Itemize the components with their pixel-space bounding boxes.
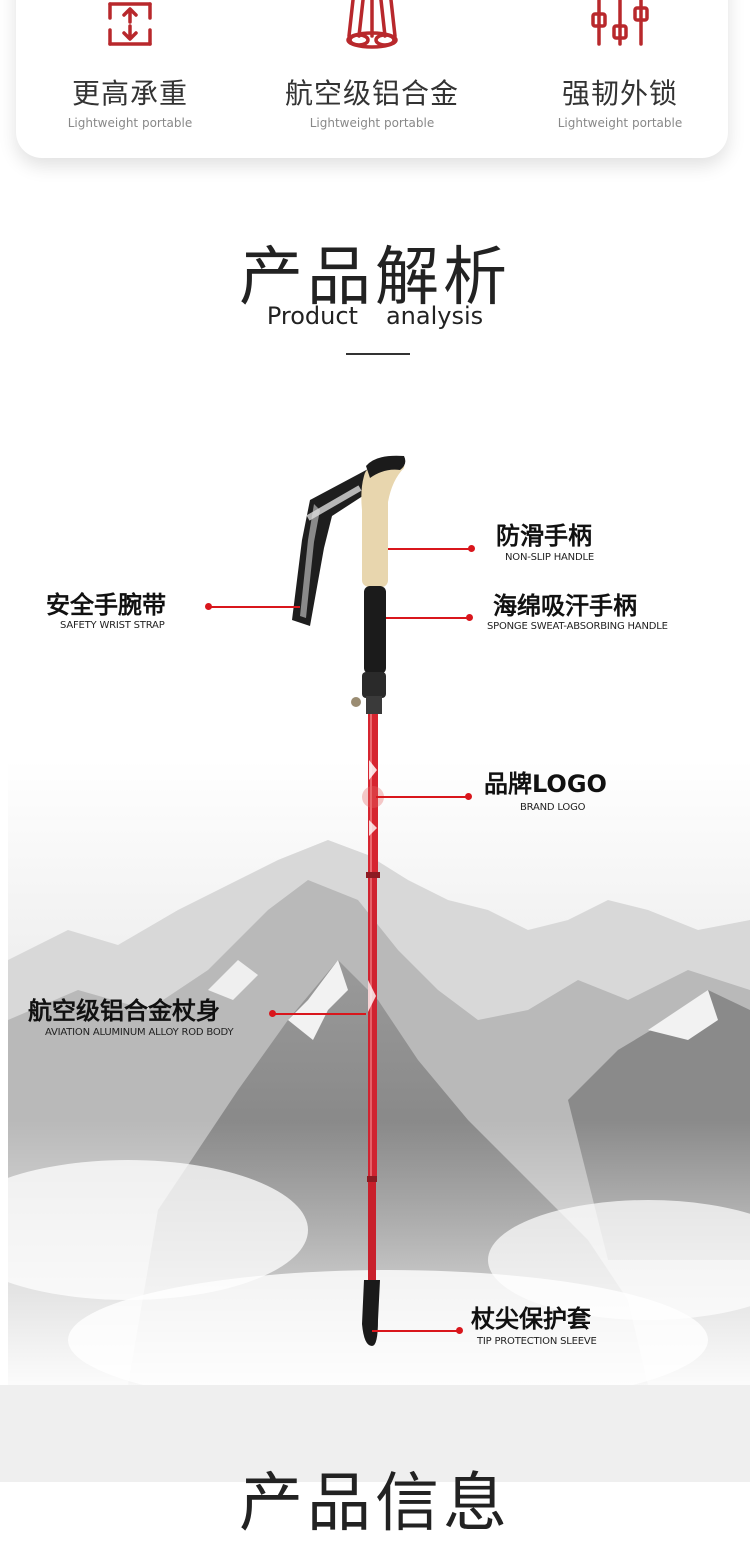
section-divider <box>346 353 410 355</box>
callout-sponge-subtitle: SPONGE SWEAT-ABSORBING HANDLE <box>487 621 668 632</box>
feature-title: 更高承重 <box>71 77 188 110</box>
callout-handle-title: 防滑手柄 <box>496 522 592 550</box>
section-subtitle-right: analysis <box>385 302 484 330</box>
lock-sliders-icon <box>589 0 651 56</box>
callout-strap-subtitle: SAFETY WRIST STRAP <box>60 620 165 631</box>
callout-sponge-title: 海绵吸汗手柄 <box>493 592 637 620</box>
section-subtitle-left: Product <box>266 302 358 330</box>
feature-card: 更高承重 Lightweight portable 航空级铝合金 Lightwe… <box>16 0 728 158</box>
next-section-band <box>0 1385 750 1482</box>
tip-leader-line <box>372 1330 460 1332</box>
callout-strap-title: 安全手腕带 <box>46 591 166 619</box>
callout-logo-subtitle: BRAND LOGO <box>520 802 586 813</box>
sponge-leader-line <box>386 617 470 619</box>
callout-tip-title: 杖尖保护套 <box>471 1305 591 1333</box>
body-leader-line <box>272 1013 366 1015</box>
sponge-leader-dot <box>466 614 473 621</box>
callout-body-subtitle: AVIATION ALUMINUM ALLOY ROD BODY <box>45 1027 234 1038</box>
logo-leader-dot <box>465 793 472 800</box>
feature-subtitle: Lightweight portable <box>557 116 683 130</box>
callout-logo-title: 品牌LOGO <box>484 770 607 798</box>
strap-leader-line <box>208 606 300 608</box>
aluminum-tubes-icon <box>341 0 403 56</box>
next-section-title: 产品信息 <box>239 1467 511 1541</box>
handle-leader-line <box>388 548 472 550</box>
callout-tip-subtitle: TIP PROTECTION SLEEVE <box>477 1336 597 1347</box>
logo-marker <box>362 786 384 808</box>
load-arrows-icon <box>104 0 156 56</box>
feature-subtitle: Lightweight portable <box>309 116 435 130</box>
section-title: 产品解析 <box>239 241 511 315</box>
mountain-background <box>8 760 750 1385</box>
logo-leader-line <box>376 796 468 798</box>
feature-title: 强韧外锁 <box>561 77 678 110</box>
trekking-pole-image <box>292 455 406 1346</box>
tip-leader-dot <box>456 1327 463 1334</box>
callout-handle-subtitle: NON-SLIP HANDLE <box>505 552 594 563</box>
feature-title: 航空级铝合金 <box>284 77 459 110</box>
feature-subtitle: Lightweight portable <box>67 116 193 130</box>
callout-body-title: 航空级铝合金杖身 <box>28 997 220 1025</box>
section-subtitle: Product analysis <box>0 302 750 330</box>
handle-leader-dot <box>468 545 475 552</box>
